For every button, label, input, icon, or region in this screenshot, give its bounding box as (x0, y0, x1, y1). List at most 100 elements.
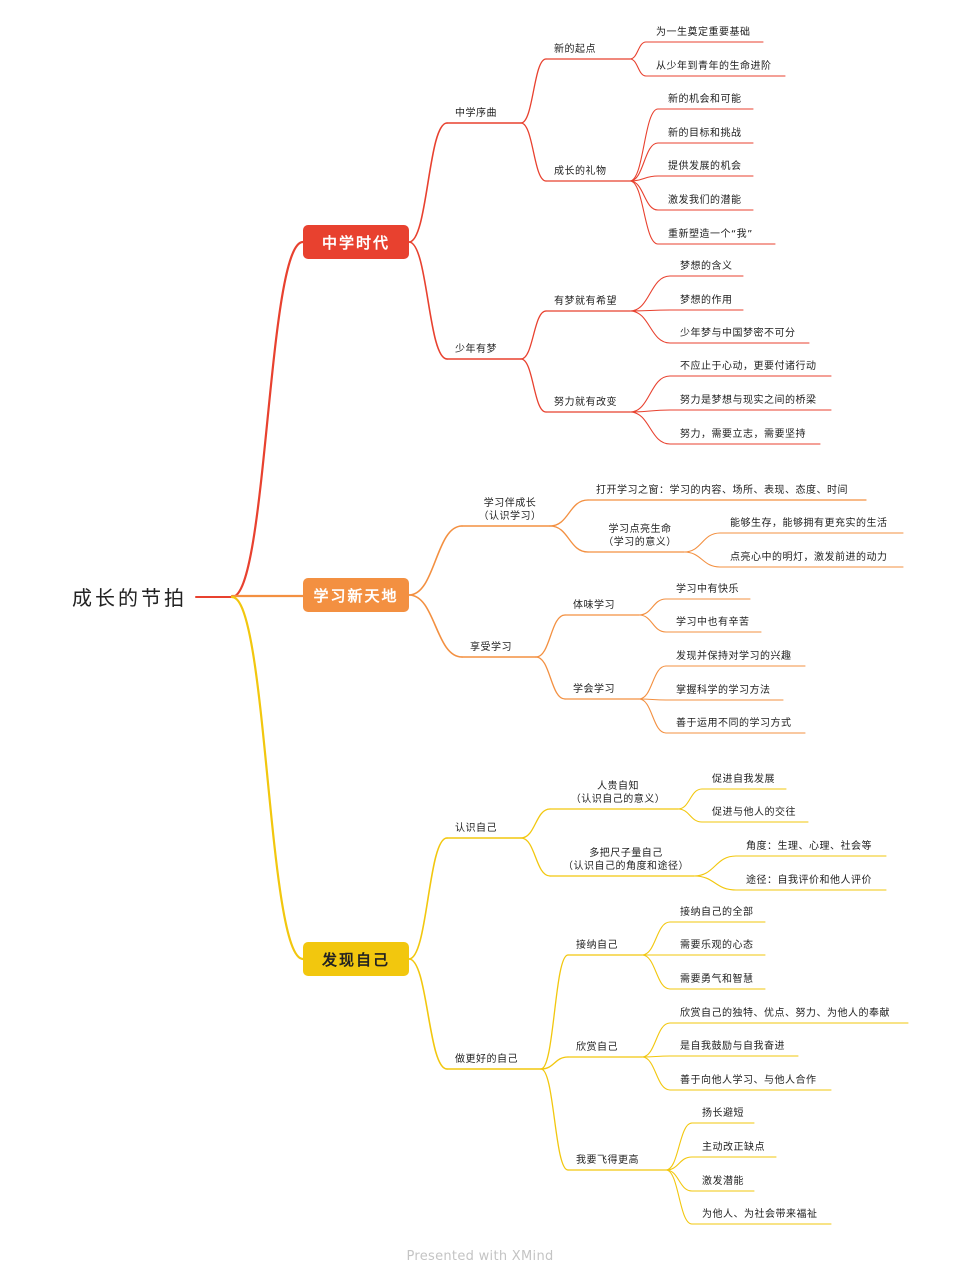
subtopic-l2[interactable]: 打开学习之窗：学习的内容、场所、表现、态度、时间 (596, 485, 848, 496)
connector-line (629, 108, 659, 182)
leaf-topic[interactable]: 学习中有快乐 (676, 584, 739, 595)
leaf-topic[interactable]: 需要乐观的心态 (680, 940, 754, 951)
connector-line (641, 1055, 671, 1058)
leaf-topic[interactable]: 为一生奠定重要基础 (656, 27, 751, 38)
connector-line (665, 1169, 693, 1192)
leaf-topic[interactable]: 接纳自己的全部 (680, 907, 754, 918)
connector-line (629, 310, 671, 344)
connector-line (638, 698, 667, 701)
leaf-topic[interactable]: 促进自我发展 (712, 774, 775, 785)
central-topic: 成长的节拍 (72, 586, 187, 610)
leaf-topic[interactable]: 激发我们的潜能 (668, 195, 742, 206)
leaf-topic[interactable]: 梦想的作用 (680, 295, 733, 306)
subtopic-l2[interactable]: 学会学习 (573, 684, 615, 695)
connector-line (540, 1056, 569, 1070)
connector-line (641, 954, 671, 990)
connector-line (408, 525, 463, 596)
leaf-topic[interactable]: 点亮心中的明灯，激发前进的动力 (730, 552, 888, 563)
leaf-topic[interactable]: 努力，需要立志，需要坚持 (680, 429, 806, 440)
connector-line (677, 788, 703, 810)
leaf-topic[interactable]: 少年梦与中国梦密不可分 (680, 328, 796, 339)
subtopic-l2[interactable]: 多把尺子量自己 （认识自己的角度和途径） (563, 848, 689, 872)
subtopic-l2[interactable]: 新的起点 (554, 44, 596, 55)
subtopic-l2[interactable]: 人贵自知 （认识自己的意义） (570, 781, 666, 805)
connector-line (638, 598, 667, 616)
subtopic-l1[interactable]: 认识自己 (455, 823, 497, 834)
connector-line (629, 375, 671, 413)
connector-line (230, 240, 305, 599)
connector-line (408, 837, 448, 960)
connector-line (520, 837, 551, 877)
leaf-topic[interactable]: 学习中也有辛苦 (676, 617, 750, 628)
leaf-topic[interactable]: 善于向他人学习、与他人合作 (680, 1075, 817, 1086)
subtopic-l2[interactable]: 欣赏自己 (576, 1042, 618, 1053)
main-topic-discover-self[interactable]: 发现自己 (303, 942, 409, 976)
subtopic-l2[interactable]: 有梦就有希望 (554, 296, 617, 307)
leaf-topic[interactable]: 发现并保持对学习的兴趣 (676, 651, 792, 662)
leaf-topic[interactable]: 促进与他人的交往 (712, 807, 796, 818)
connector-line (540, 954, 569, 1070)
connector-line (520, 358, 547, 413)
connector-line (641, 1056, 671, 1091)
subtopic-l2[interactable]: 体味学习 (573, 600, 615, 611)
connector-line (629, 180, 659, 211)
leaf-topic[interactable]: 为他人、为社会带来福祉 (702, 1209, 818, 1220)
connector-line (535, 614, 566, 658)
leaf-topic[interactable]: 梦想的含义 (680, 261, 733, 272)
connector-line (629, 41, 647, 60)
subtopic-l2[interactable]: 努力就有改变 (554, 397, 617, 408)
connector-line (408, 122, 448, 243)
subtopic-l1[interactable]: 少年有梦 (455, 344, 497, 355)
connector-line (520, 808, 551, 839)
leaf-topic[interactable]: 善于运用不同的学习方式 (676, 718, 792, 729)
connector-line (629, 175, 659, 182)
subtopic-l2[interactable]: 学习点亮生命 （学习的意义） (603, 524, 677, 548)
connector-line (693, 875, 737, 891)
leaf-topic[interactable]: 是自我鼓励与自我奋进 (680, 1041, 785, 1052)
connector-line (638, 665, 667, 700)
connector-line (535, 656, 566, 700)
leaf-topic[interactable]: 激发潜能 (702, 1176, 744, 1187)
subtopic-l1[interactable]: 学习伴成长 （认识学习） (478, 498, 542, 522)
footer-watermark: Presented with XMind (406, 1249, 554, 1264)
connector-line (665, 1156, 693, 1171)
connector-line (629, 275, 671, 312)
connector-line (629, 58, 647, 77)
leaf-topic[interactable]: 从少年到青年的生命进阶 (656, 61, 772, 72)
leaf-topic[interactable]: 提供发展的机会 (668, 161, 742, 172)
leaf-topic[interactable]: 掌握科学的学习方法 (676, 685, 771, 696)
leaf-topic[interactable]: 不应止于心动，更要付诸行动 (680, 361, 817, 372)
main-topic-middle-school[interactable]: 中学时代 (303, 225, 409, 259)
leaf-topic[interactable]: 扬长避短 (702, 1108, 744, 1119)
connector-line (665, 1122, 693, 1171)
subtopic-l2[interactable]: 我要飞得更高 (576, 1155, 639, 1166)
subtopic-l2[interactable]: 成长的礼物 (554, 166, 607, 177)
subtopic-l1[interactable]: 中学序曲 (455, 108, 497, 119)
connector-line (408, 958, 448, 1070)
connector-line (693, 855, 737, 877)
leaf-topic[interactable]: 努力是梦想与现实之间的桥梁 (680, 395, 817, 406)
leaf-topic[interactable]: 新的机会和可能 (668, 94, 742, 105)
subtopic-l1[interactable]: 享受学习 (470, 642, 512, 653)
leaf-topic[interactable]: 能够生存，能够拥有更充实的生活 (730, 518, 888, 529)
main-topic-learning[interactable]: 学习新天地 (303, 578, 409, 612)
connector-line (520, 122, 547, 182)
leaf-topic[interactable]: 主动改正缺点 (702, 1142, 765, 1153)
leaf-topic[interactable]: 欣赏自己的独特、优点、努力、为他人的奉献 (680, 1008, 890, 1019)
connector-line (520, 58, 547, 124)
leaf-topic[interactable]: 角度：生理、心理、社会等 (746, 841, 872, 852)
connector-line (677, 808, 703, 823)
leaf-topic[interactable]: 重新塑造一个“我” (668, 229, 753, 240)
connector-line (230, 595, 305, 961)
connector-line (638, 614, 667, 633)
subtopic-l2[interactable]: 接纳自己 (576, 940, 618, 951)
leaf-topic[interactable]: 需要勇气和智慧 (680, 974, 754, 985)
leaf-topic[interactable]: 新的目标和挑战 (668, 128, 742, 139)
connector-line (641, 1022, 671, 1058)
connector-line (520, 310, 547, 360)
connector-line (629, 409, 671, 413)
subtopic-l1[interactable]: 做更好的自己 (455, 1054, 518, 1065)
leaf-topic[interactable]: 途径：自我评价和他人评价 (746, 875, 872, 886)
connector-line (638, 698, 667, 734)
connector-line (549, 525, 589, 553)
